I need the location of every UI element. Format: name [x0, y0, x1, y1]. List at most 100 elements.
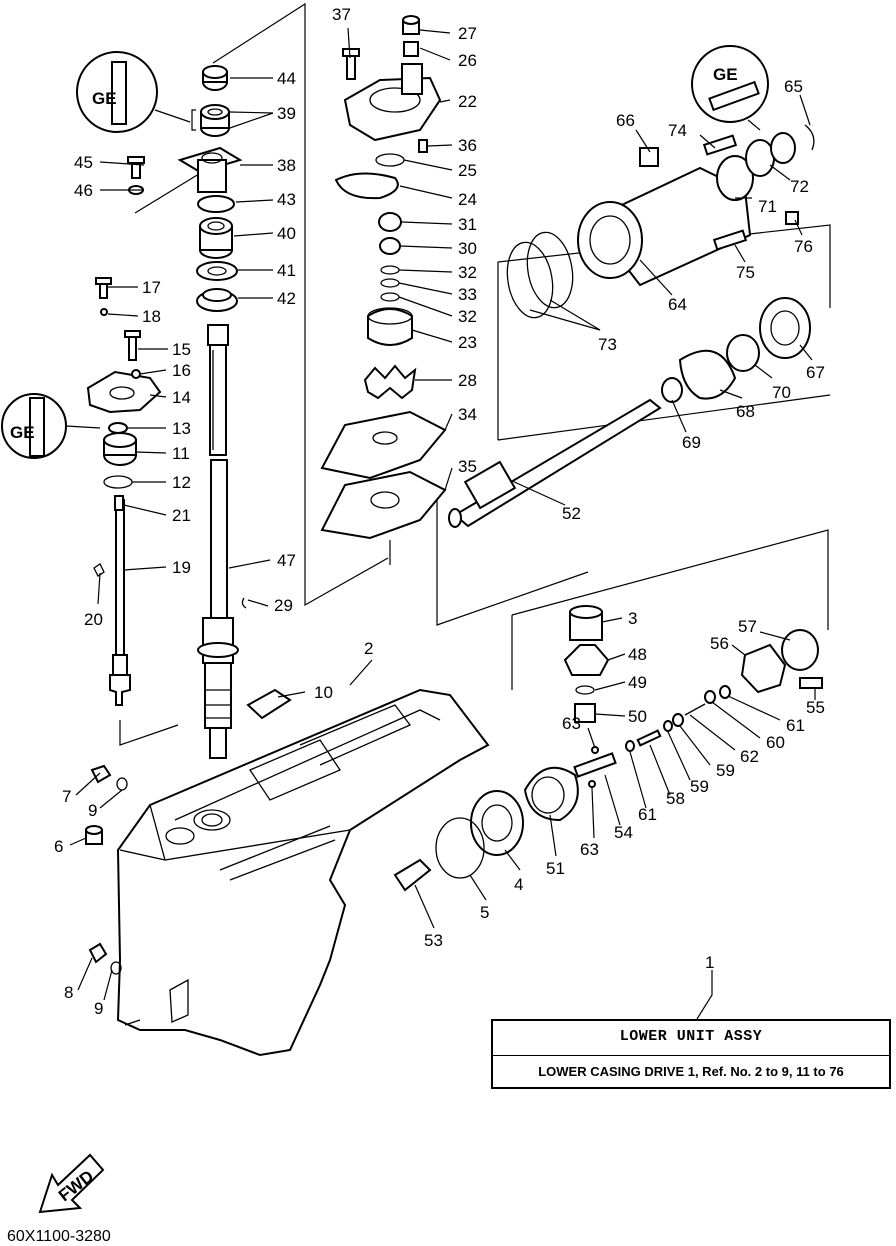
- callout-18: 18: [142, 307, 161, 326]
- callout-9: 9: [88, 801, 97, 820]
- callout-52: 52: [562, 504, 581, 523]
- callout-59: 59: [716, 761, 735, 780]
- callout-46: 46: [74, 181, 93, 200]
- callout-61: 61: [786, 716, 805, 735]
- small-fasteners: [85, 597, 292, 975]
- callout-74: 74: [668, 121, 687, 140]
- callout-39: 39: [277, 104, 296, 123]
- callout-54: 54: [614, 823, 633, 842]
- shift-housing-parts: [86, 277, 162, 577]
- callout-9: 9: [94, 999, 103, 1018]
- callout-73: 73: [598, 335, 617, 354]
- drive-shaft-bearing-stack: [127, 65, 243, 312]
- propeller-shaft-assembly: [448, 124, 815, 528]
- callout-28: 28: [458, 371, 477, 390]
- leader-lines: [69, 27, 816, 1020]
- callout-22: 22: [458, 92, 477, 111]
- callout-40: 40: [277, 224, 296, 243]
- grease-symbols: GE GE GE: [1, 45, 769, 459]
- callout-45: 45: [74, 153, 93, 172]
- callout-57: 57: [738, 617, 757, 636]
- callout-67: 67: [806, 363, 825, 382]
- lower-casing: [116, 688, 490, 1057]
- callout-33: 33: [458, 285, 477, 304]
- assembly-legend-box: LOWER UNIT ASSY LOWER CASING DRIVE 1, Re…: [491, 1019, 891, 1089]
- assembly-title: LOWER UNIT ASSY: [619, 1028, 763, 1045]
- callout-21: 21: [172, 506, 191, 525]
- callout-30: 30: [458, 239, 477, 258]
- callout-69: 69: [682, 433, 701, 452]
- callout-61: 61: [638, 805, 657, 824]
- callout-26: 26: [458, 51, 477, 70]
- callout-72: 72: [790, 177, 809, 196]
- callout-11: 11: [172, 444, 190, 463]
- callout-12: 12: [172, 473, 191, 492]
- legend-divider: [493, 1055, 889, 1056]
- fwd-arrow: FWD: [38, 1153, 105, 1214]
- callout-65: 65: [784, 77, 803, 96]
- callout-44: 44: [277, 69, 296, 88]
- callout-numbers: 1 2 3 4 5 6 7 8 9 9 10 11 12 13 14 15 16…: [54, 5, 825, 1018]
- callout-48: 48: [628, 645, 647, 664]
- callout-32: 32: [458, 307, 477, 326]
- callout-4: 4: [514, 875, 523, 894]
- callout-59: 59: [690, 777, 709, 796]
- callout-70: 70: [772, 383, 791, 402]
- callout-8: 8: [64, 983, 73, 1002]
- callout-60: 60: [766, 733, 785, 752]
- forward-gear-parts: [393, 605, 823, 892]
- callout-49: 49: [628, 673, 647, 692]
- callout-10: 10: [314, 683, 333, 702]
- grease-symbol-label: GE: [10, 423, 35, 442]
- callout-63: 63: [562, 714, 581, 733]
- callout-53: 53: [424, 931, 443, 950]
- callout-50: 50: [628, 707, 647, 726]
- callout-51: 51: [546, 859, 565, 878]
- callout-62: 62: [740, 747, 759, 766]
- callout-42: 42: [277, 289, 296, 308]
- callout-75: 75: [736, 263, 755, 282]
- callout-35: 35: [458, 457, 477, 476]
- grease-symbol-label: GE: [713, 65, 738, 84]
- callout-43: 43: [277, 190, 296, 209]
- callout-68: 68: [736, 402, 755, 421]
- assembly-description: LOWER CASING DRIVE 1, Ref. No. 2 to 9, 1…: [538, 1064, 844, 1079]
- callout-15: 15: [172, 340, 191, 359]
- callout-29: 29: [274, 596, 293, 615]
- callout-24: 24: [458, 190, 477, 209]
- callout-31: 31: [458, 215, 477, 234]
- callout-3: 3: [628, 609, 637, 628]
- callout-6: 6: [54, 837, 63, 856]
- callout-34: 34: [458, 405, 477, 424]
- callout-37: 37: [332, 5, 351, 24]
- callout-14: 14: [172, 388, 191, 407]
- callout-71: 71: [758, 197, 777, 216]
- callout-56: 56: [710, 634, 729, 653]
- drive-shaft: [197, 324, 239, 759]
- callout-25: 25: [458, 161, 477, 180]
- callout-47: 47: [277, 551, 296, 570]
- callout-19: 19: [172, 558, 191, 577]
- callout-23: 23: [458, 333, 477, 352]
- callout-17: 17: [142, 278, 161, 297]
- callout-76: 76: [794, 237, 813, 256]
- callout-1: 1: [705, 953, 714, 972]
- callout-7: 7: [62, 787, 71, 806]
- callout-32: 32: [458, 263, 477, 282]
- grease-symbol-label: GE: [92, 89, 117, 108]
- callout-38: 38: [277, 156, 296, 175]
- callout-2: 2: [364, 639, 373, 658]
- callout-36: 36: [458, 136, 477, 155]
- callout-20: 20: [84, 610, 103, 629]
- water-pump-parts: [320, 15, 447, 540]
- callout-55: 55: [806, 698, 825, 717]
- callout-41: 41: [277, 261, 296, 280]
- callout-64: 64: [668, 295, 687, 314]
- figure-code: 60X1100-3280: [7, 1228, 111, 1245]
- callout-63: 63: [580, 840, 599, 859]
- callout-5: 5: [480, 903, 489, 922]
- callout-58: 58: [666, 789, 685, 808]
- callout-16: 16: [172, 361, 191, 380]
- callout-66: 66: [616, 111, 635, 130]
